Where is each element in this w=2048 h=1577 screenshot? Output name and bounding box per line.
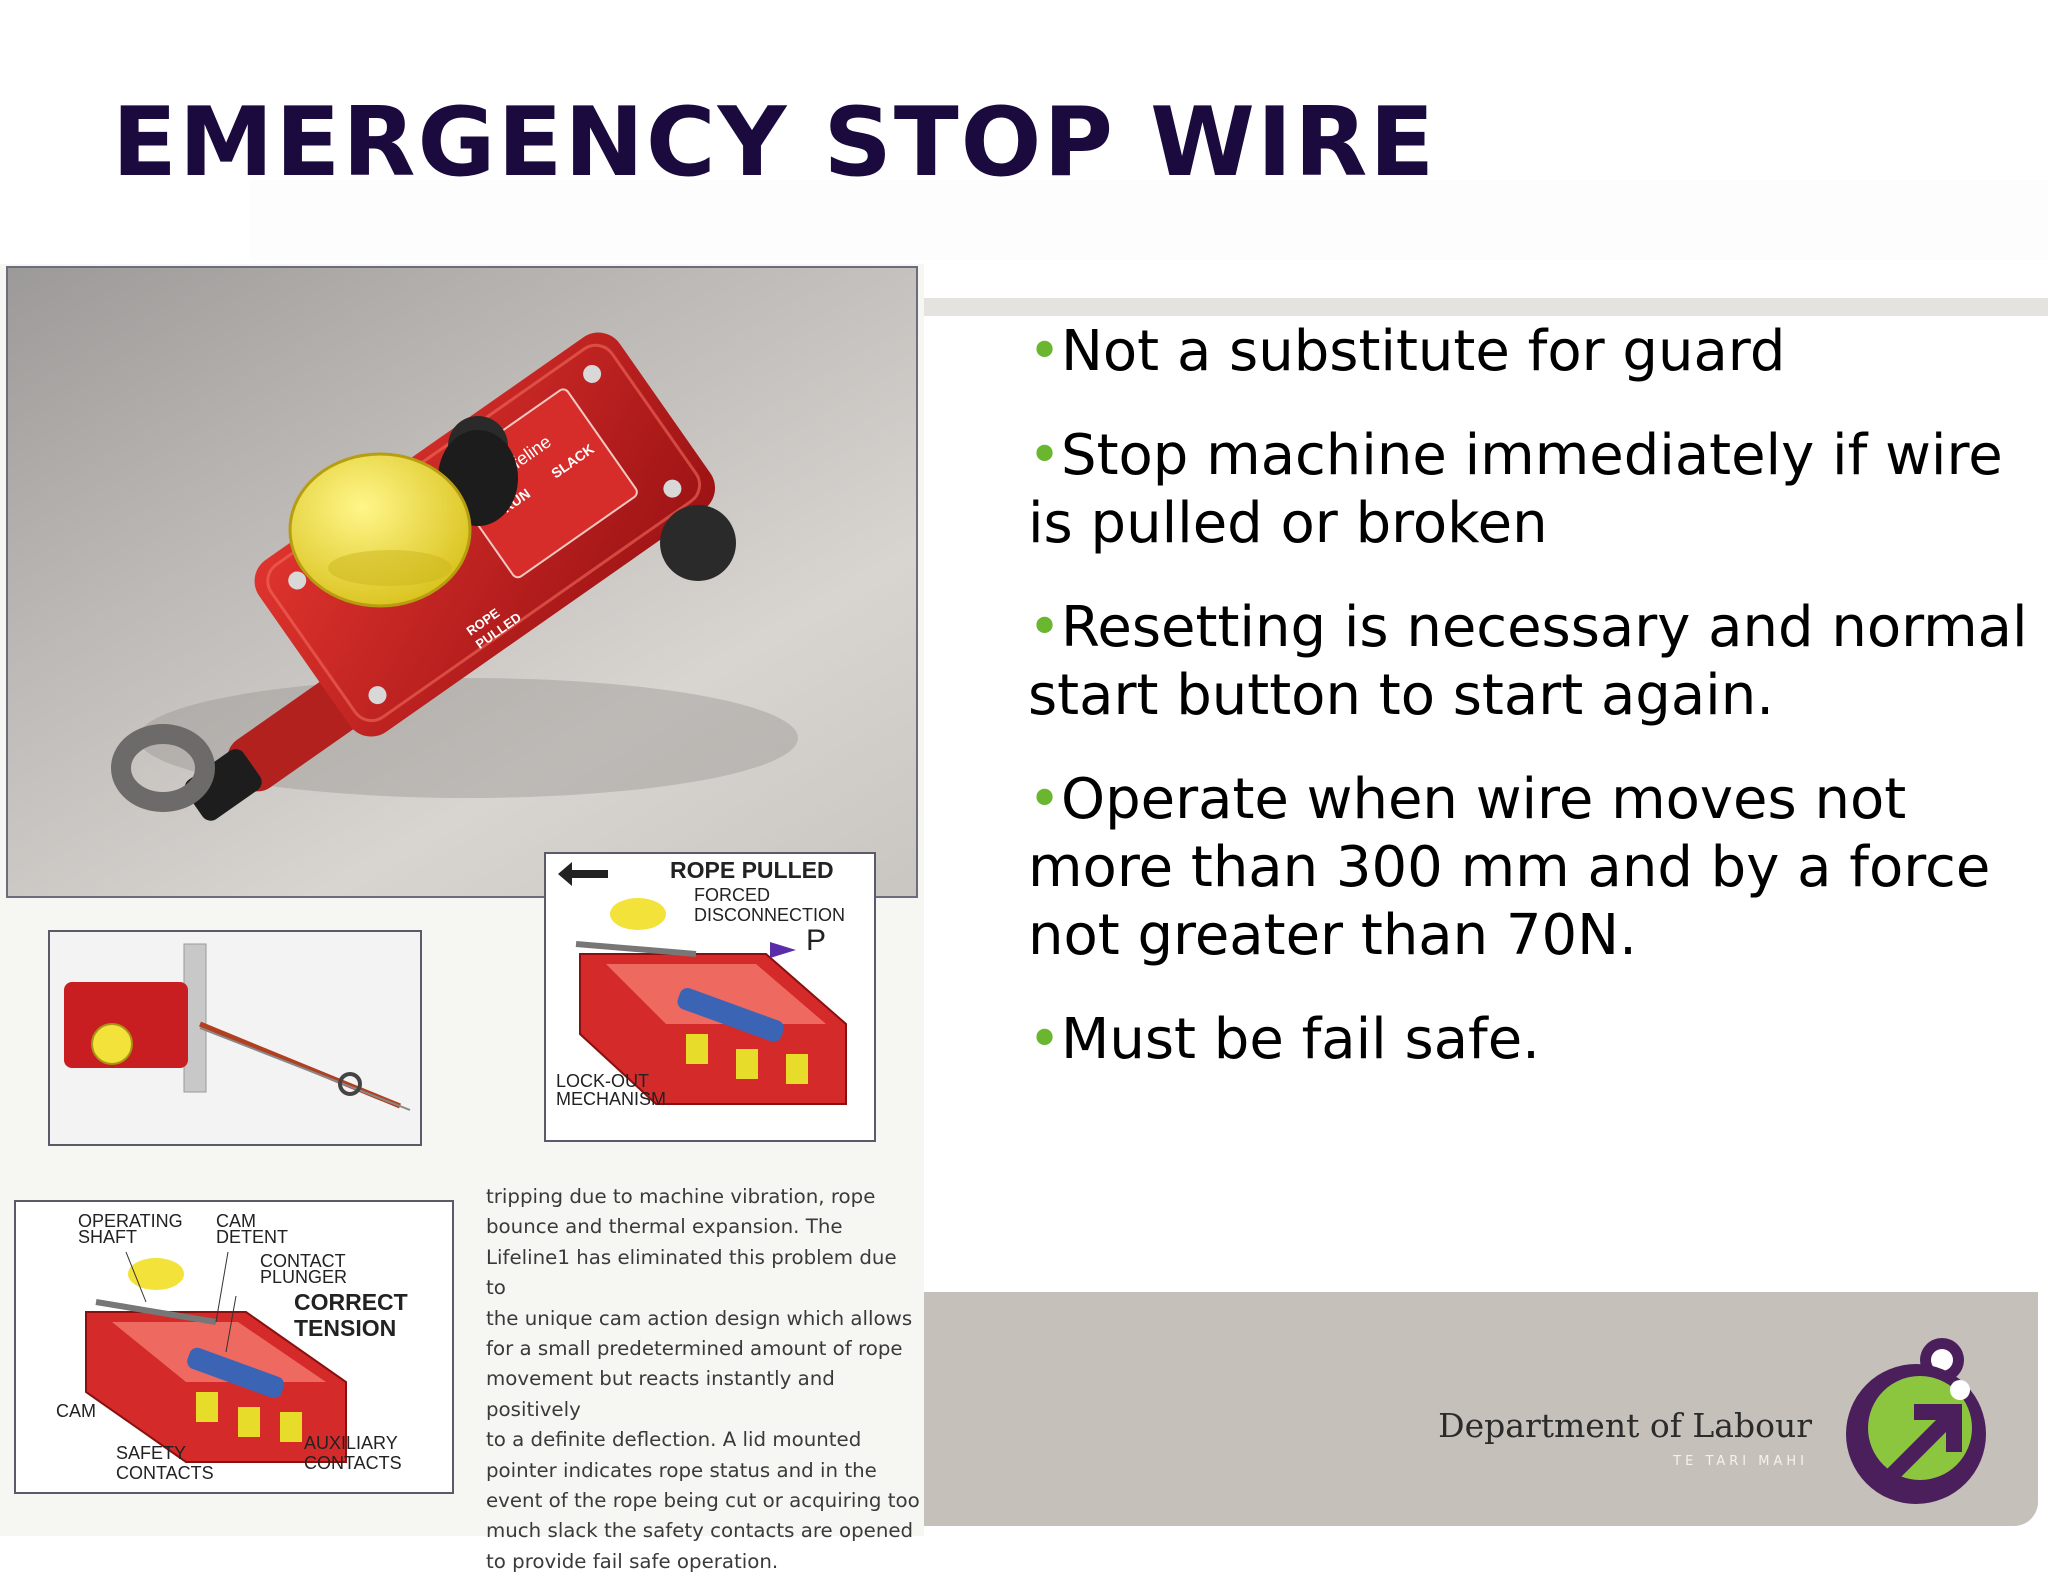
correct-tension-diagram: OPERATING SHAFT CAM DETENT CONTACT PLUNG…: [14, 1200, 454, 1494]
bullet-text: Operate when wire moves not more than 30…: [1028, 767, 1991, 968]
arrow-globe-logo-icon: [1846, 1338, 1986, 1504]
cam-part-label: CAM: [56, 1401, 96, 1421]
bullet-text: Stop machine immediately if wire is pull…: [1028, 423, 2003, 556]
bullet-dot-icon: •: [1028, 423, 1062, 488]
contact-label: CONTACT: [260, 1251, 346, 1271]
slide-title: EMERGENCY STOP WIRE: [112, 88, 1437, 198]
correct-heading: CORRECT: [294, 1289, 408, 1315]
arrow-left-icon: [558, 862, 608, 886]
bullet-list: •Not a substitute for guard •Stop machin…: [1028, 318, 2038, 1110]
footer-band: Department of Labour TE TARI MAHI: [924, 1292, 2038, 1526]
caption-line: the unique cam action design which allow…: [486, 1306, 913, 1330]
tension-heading: TENSION: [294, 1315, 397, 1341]
product-photo: Lifeline RUN SLACK ROPE PULLED: [6, 266, 918, 898]
bullet-text: Must be fail safe.: [1061, 1007, 1540, 1072]
bullet-text: Not a substitute for guard: [1061, 319, 1786, 384]
bullet-item: •Operate when wire moves not more than 3…: [1028, 766, 2038, 970]
bullet-item: •Must be fail safe.: [1028, 1006, 2038, 1074]
bullet-dot-icon: •: [1028, 1007, 1062, 1072]
caption-line: tripping due to machine vibration, rope: [486, 1185, 876, 1208]
mechanism-label: MECHANISM: [556, 1089, 667, 1109]
caption-line: movement but reacts instantly and positi…: [486, 1367, 835, 1421]
installation-image: [48, 930, 422, 1146]
bullet-dot-icon: •: [1028, 767, 1062, 832]
caption-line: Lifeline1 has eliminated this problem du…: [486, 1245, 897, 1300]
caption-line: bounce and thermal expansion. The: [486, 1215, 843, 1239]
caption-line: to provide fail safe operation.: [486, 1549, 779, 1573]
safety-contacts-label: CONTACTS: [116, 1463, 214, 1483]
cam-label: CAM: [216, 1211, 256, 1231]
caption-line: event of the rope being cut or acquiring…: [486, 1489, 920, 1513]
header-band: [250, 180, 2048, 260]
department-name: Department of Labour: [1438, 1406, 1812, 1445]
bullet-dot-icon: •: [1028, 319, 1062, 384]
detent-label: DETENT: [216, 1227, 288, 1247]
caption-line: much slack the safety contacts are opene…: [486, 1519, 914, 1543]
bullet-item: •Not a substitute for guard: [1028, 318, 2038, 386]
disconnection-label: DISCONNECTION: [694, 905, 846, 925]
caption-line: pointer indicates rope status and in the: [486, 1458, 877, 1482]
bullet-dot-icon: •: [1028, 595, 1062, 660]
caption-line: to a definite deflection. A lid mounted: [486, 1428, 862, 1452]
lockout-label: LOCK-OUT: [556, 1071, 650, 1091]
operating-label: OPERATING: [78, 1211, 183, 1231]
plunger-label: PLUNGER: [260, 1267, 348, 1287]
auxiliary-contacts-label: CONTACTS: [304, 1453, 402, 1473]
bullet-text: Resetting is necessary and normal start …: [1028, 595, 2028, 728]
brochure-caption: tripping due to machine vibration, rope …: [486, 1182, 922, 1577]
rope-pulled-diagram: ROPE PULLED FORCED DISCONNECTION P LOCK-…: [544, 852, 876, 1142]
rope-pulled-heading: ROPE PULLED: [670, 857, 834, 883]
safety-label: SAFETY: [116, 1443, 187, 1463]
emergency-stop-switch-image: Lifeline RUN SLACK ROPE PULLED: [111, 332, 798, 821]
bullet-item: •Resetting is necessary and normal start…: [1028, 594, 2038, 730]
auxiliary-label: AUXILIARY: [304, 1433, 398, 1453]
divider-bar: [924, 298, 2048, 316]
department-maori-name: TE TARI MAHI: [1673, 1454, 1808, 1469]
shaft-label: SHAFT: [78, 1227, 138, 1247]
bullet-item: •Stop machine immediately if wire is pul…: [1028, 422, 2038, 558]
forced-label: FORCED: [694, 885, 770, 905]
p-marker-label: P: [806, 924, 827, 957]
caption-line: for a small predetermined amount of rope: [486, 1337, 903, 1361]
